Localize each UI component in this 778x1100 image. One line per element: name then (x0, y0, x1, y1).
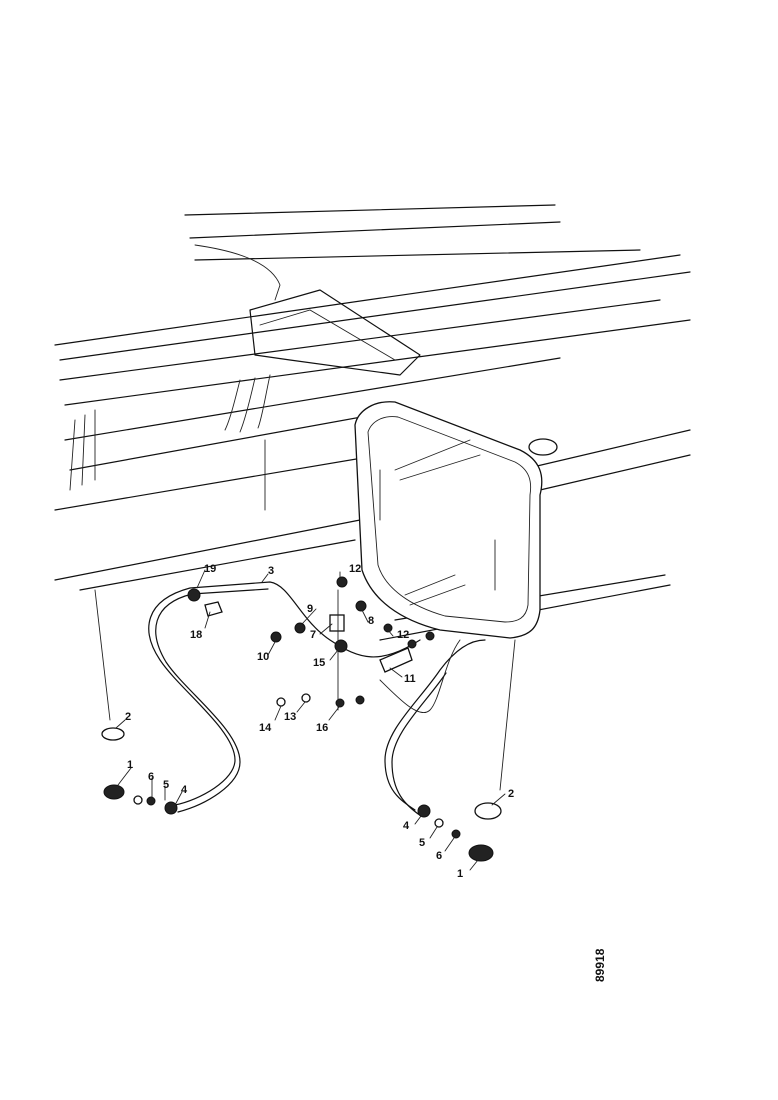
callout-5-left: 5 (163, 779, 169, 791)
callout-4-right: 4 (403, 820, 410, 832)
callout-18: 18 (190, 629, 202, 641)
callout-10: 10 (257, 651, 269, 663)
gland-1-right (468, 844, 494, 862)
grommet-2-left (101, 727, 125, 741)
callout-13: 13 (284, 711, 296, 723)
callout-12-right: 12 (397, 629, 409, 641)
callout-2-left: 2 (125, 711, 131, 723)
callout-6-left: 6 (148, 771, 154, 783)
nut-4-right (417, 804, 431, 818)
callout-4-left: 4 (181, 784, 188, 796)
reference-number: 89918 (593, 948, 607, 982)
callout-16: 16 (316, 722, 328, 734)
callout-labels: 2 1 6 5 4 3 19 18 12 9 8 7 10 12 15 11 1… (125, 563, 514, 880)
callout-3: 3 (268, 565, 274, 577)
callout-5-right: 5 (419, 837, 425, 849)
callout-1-left: 1 (127, 759, 133, 771)
callout-19: 19 (204, 563, 216, 575)
fasteners (101, 576, 502, 862)
callout-11: 11 (404, 673, 416, 685)
grommet-2-right (474, 802, 502, 820)
callout-7: 7 (310, 629, 316, 641)
callout-8: 8 (368, 615, 374, 627)
callout-9: 9 (307, 603, 313, 615)
callout-12-top: 12 (349, 563, 361, 575)
leader-lines (115, 569, 506, 871)
callout-1-right: 1 (457, 868, 463, 880)
nut-4-left (164, 801, 178, 815)
gland-1-left (103, 784, 125, 800)
fuel-tank (354, 401, 558, 639)
callout-2-right: 2 (508, 788, 514, 800)
callout-15: 15 (313, 657, 325, 669)
callout-14: 14 (259, 722, 272, 734)
callout-6-right: 6 (436, 850, 442, 862)
